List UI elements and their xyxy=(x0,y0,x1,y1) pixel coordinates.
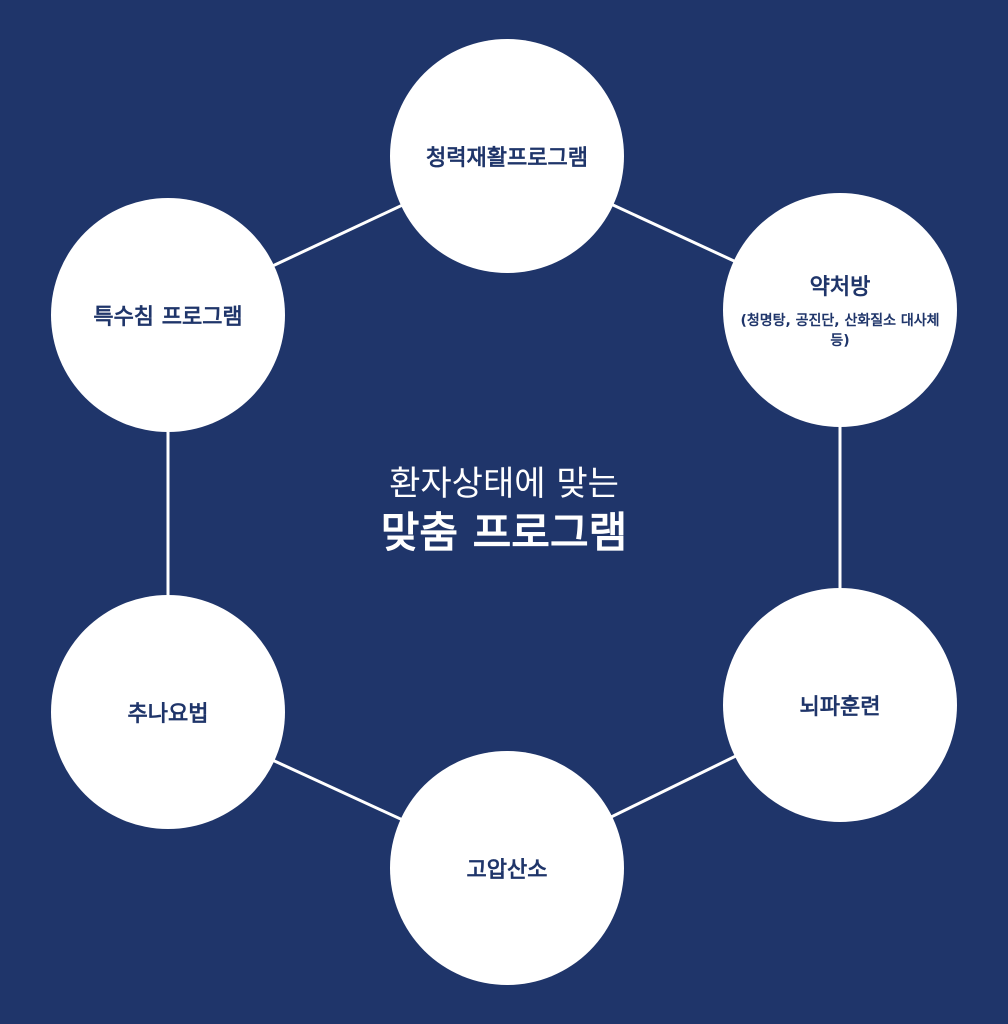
node-title: 추나요법 xyxy=(127,702,209,727)
node-prescription: 약처방 (청명탕, 공진단, 산화질소 대사체 등) xyxy=(723,193,957,427)
node-subtitle: (청명탕, 공진단, 산화질소 대사체 등) xyxy=(740,313,940,349)
center-title-line1: 환자상태에 맞는 xyxy=(389,464,619,504)
node-title: 청력재활프로그램 xyxy=(426,146,588,171)
node-title: 약처방 xyxy=(809,275,871,300)
node-neurofeedback: 뇌파훈련 xyxy=(723,588,957,822)
node-hearing-rehab: 청력재활프로그램 xyxy=(390,39,624,273)
node-special-acupuncture: 특수침 프로그램 xyxy=(51,198,285,432)
node-hyperbaric-oxygen: 고압산소 xyxy=(390,751,624,985)
node-title: 고압산소 xyxy=(466,858,548,883)
node-title: 뇌파훈련 xyxy=(799,695,881,720)
center-title-line2: 맞춤 프로그램 xyxy=(380,508,628,557)
node-title: 특수침 프로그램 xyxy=(93,305,243,330)
center-title: 환자상태에 맞는 맞춤 프로그램 xyxy=(254,462,754,560)
node-chuna: 추나요법 xyxy=(51,595,285,829)
